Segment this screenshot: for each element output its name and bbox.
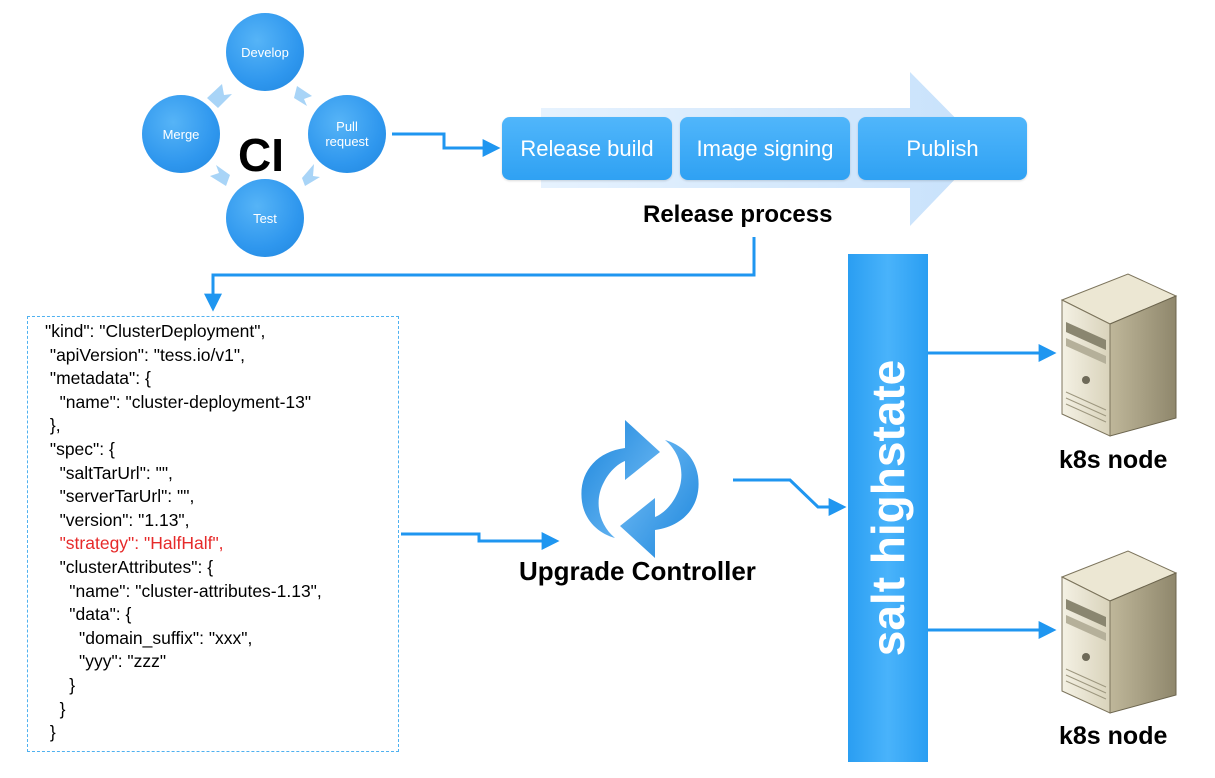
stage-publish: Publish [858, 117, 1027, 180]
ci-cycle-arrows [207, 84, 320, 186]
config-line: } [45, 675, 76, 695]
ci-node-merge: Merge [142, 95, 220, 173]
k8s-node-2-label: k8s node [1059, 722, 1168, 750]
k8s-node-2-server-icon [1058, 545, 1178, 715]
arrow-release-to-config [204, 237, 756, 312]
config-line: "data": { [45, 604, 132, 625]
config-line: "yyy": "zzz" [45, 651, 167, 672]
ci-node-pull-request-label: Pull request [325, 119, 368, 149]
config-line: }, [45, 415, 61, 436]
upgrade-controller-label: Upgrade Controller [519, 556, 756, 586]
arrow-config-to-controller [401, 532, 560, 550]
ci-node-test-label: Test [253, 210, 277, 226]
config-line: "serverTarUrl": "", [45, 486, 195, 507]
ci-node-develop-label: Develop [241, 44, 289, 60]
salt-highstate-label: salt highstate [862, 359, 914, 657]
config-line: "clusterAttributes": { [45, 557, 214, 577]
ci-arrow-merge-develop [207, 84, 232, 108]
config-line: "name": "cluster-deployment-13" [45, 391, 312, 412]
k8s-node-1-label: k8s node [1059, 446, 1168, 474]
config-line: "apiVersion": "tess.io/v1", [45, 344, 245, 365]
ci-node-merge-label: Merge [162, 126, 200, 142]
ci-arrow-pull-test [302, 164, 320, 186]
stage-release-build: Release build [502, 117, 672, 180]
ci-node-pull-request: Pull request [308, 95, 386, 173]
config-line: } [45, 698, 66, 719]
config-line: } [45, 722, 56, 743]
cluster-deployment-config: "kind": "ClusterDeployment", "apiVersion… [27, 316, 399, 752]
refresh-cycle-icon [581, 420, 699, 558]
pull-request-line-1: Pull [336, 119, 358, 134]
salt-highstate-bar [848, 254, 928, 762]
config-line: "strategy": "HalfHalf", [45, 533, 224, 554]
ci-label: CI [238, 129, 284, 181]
ci-node-test: Test [226, 179, 304, 257]
ci-node-develop: Develop [226, 13, 304, 91]
arrow-ci-to-release [392, 132, 501, 157]
config-line: "domain_suffix": "xxx", [45, 627, 253, 648]
ci-arrow-test-merge [210, 165, 230, 186]
stage-image-signing: Image signing [680, 117, 850, 180]
pull-request-line-2: request [325, 134, 369, 149]
config-line: "version": "1.13", [45, 509, 190, 530]
config-line: "kind": "ClusterDeployment", [45, 321, 266, 341]
release-process-label: Release process [643, 201, 833, 228]
config-line: "spec": { [45, 439, 115, 459]
config-line: "metadata": { [45, 368, 151, 389]
config-line: "saltTarUrl": "", [45, 462, 173, 483]
k8s-node-1-server-icon [1058, 268, 1178, 438]
config-line: "name": "cluster-attributes-1.13", [45, 580, 322, 601]
arrow-controller-to-salt [733, 478, 847, 516]
ci-arrow-develop-pull [294, 86, 312, 106]
